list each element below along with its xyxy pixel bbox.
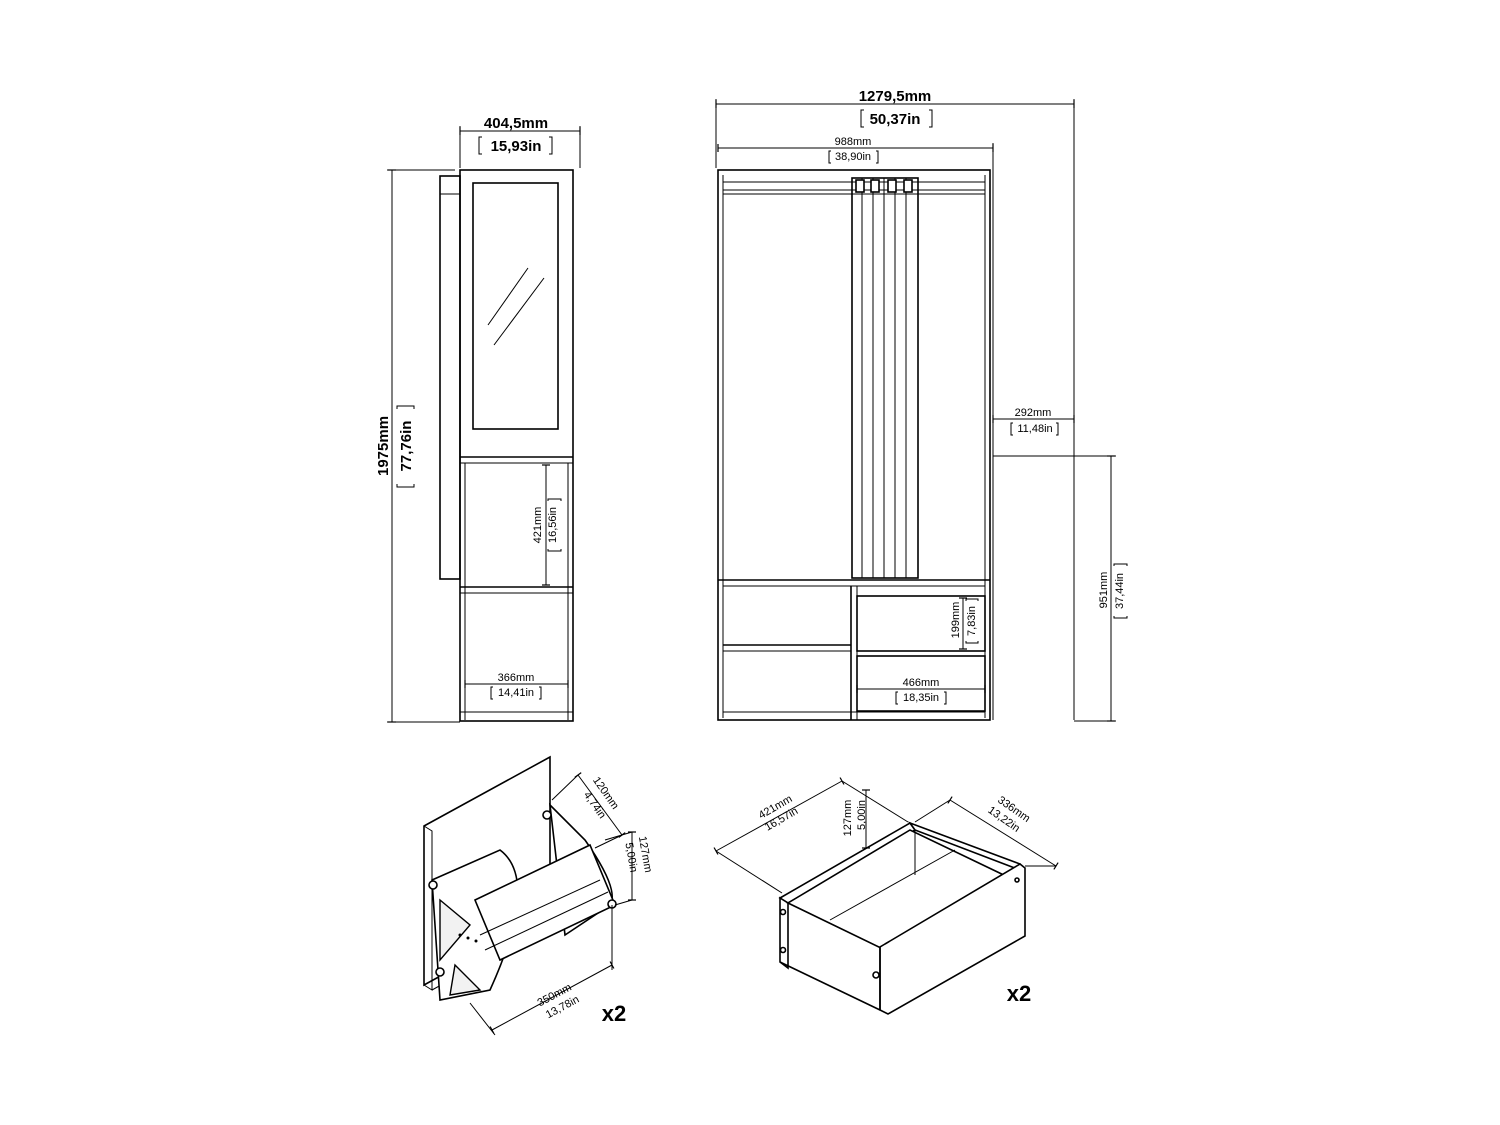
inner-width-mm: 366mm — [498, 672, 535, 684]
mirror-reflection-line — [487, 267, 529, 326]
bench-height-mm: 951mm — [1098, 572, 1110, 609]
side-back-panel — [439, 175, 461, 580]
total-width-mm: 1279,5mm — [859, 88, 932, 105]
wardrobe-width-mm: 988mm — [835, 136, 872, 148]
drawer-view: 421mm 16,57in 127mm 5,00in 336mm 13,22in… — [713, 777, 1059, 1015]
mirror-reflection-line — [493, 277, 545, 346]
coat-hook-icon — [887, 179, 897, 193]
bench-depth-mm: 292mm — [1015, 407, 1052, 419]
coat-hook-icon — [855, 179, 865, 193]
drawer-width-in: 18,35in — [903, 692, 939, 704]
hanging-panel — [851, 177, 919, 579]
side-height-mm: 1975mm — [375, 416, 392, 476]
drawer-quantity: x2 — [1007, 981, 1031, 1006]
wardrobe-frame — [717, 169, 991, 721]
shoe-rack-height-in: 5,00in — [622, 842, 639, 874]
drawer-height-mm-iso: 127mm — [842, 800, 854, 837]
total-width-in: 50,37in — [870, 111, 921, 128]
coat-hook-icon — [870, 179, 880, 193]
drawer-height-in-iso: 5,00in — [856, 800, 868, 830]
inner-width-in: 14,41in — [498, 687, 534, 699]
side-width-mm: 404,5mm — [484, 115, 548, 132]
wardrobe-width-in: 38,90in — [835, 151, 871, 163]
mirror — [472, 182, 559, 430]
shelf-height-in: 16,56in — [547, 507, 559, 543]
drawer-height-in: 7,83in — [966, 606, 978, 636]
shoe-rack-quantity: x2 — [602, 1001, 626, 1026]
shoe-rack-view: 120mm 4,74in 127mm 5,00in 350mm 13,78in … — [423, 755, 654, 1036]
drawer-front — [856, 655, 986, 712]
bench-depth-in: 11,48in — [1017, 423, 1052, 435]
bench-height-in: 37,44in — [1114, 573, 1126, 609]
drawer-width-mm: 466mm — [903, 677, 940, 689]
side-height-in: 77,76in — [398, 421, 415, 472]
side-view: 404,5mm 15,93in 1975mm 77,76in 421mm 16,… — [375, 115, 581, 723]
drawer-front — [856, 595, 986, 652]
cabinet-outline — [459, 169, 574, 722]
coat-hook-icon — [903, 179, 913, 193]
front-view: 1279,5mm 50,37in 988mm 38,90in 292mm 11,… — [715, 88, 1128, 722]
side-width-in: 15,93in — [491, 138, 542, 155]
drawer-height-mm: 199mm — [950, 602, 962, 639]
shelf-height-mm: 421mm — [532, 507, 544, 544]
